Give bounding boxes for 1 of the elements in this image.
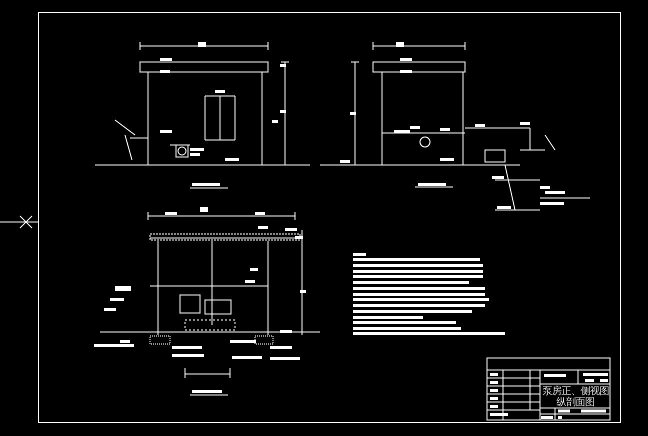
drawing-title: 泵房正、侧视图纵剖面图	[542, 386, 609, 408]
